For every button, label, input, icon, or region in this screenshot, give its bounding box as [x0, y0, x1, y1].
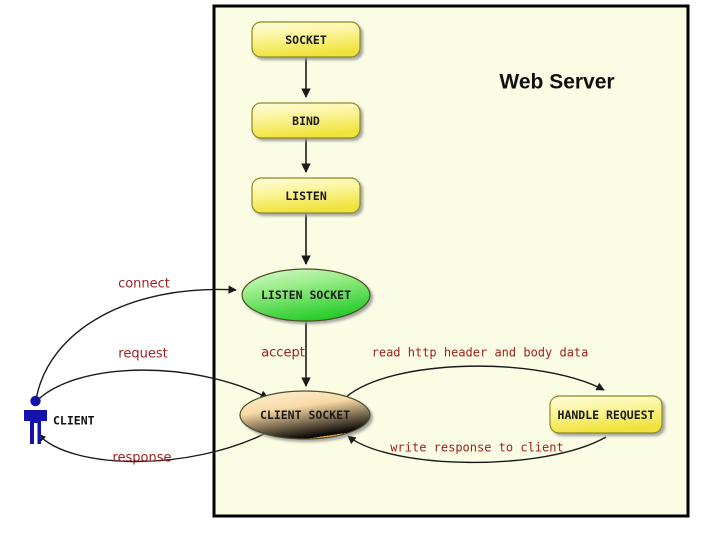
node-listen[interactable]: LISTEN: [251, 177, 361, 214]
node-bind-label: BIND: [292, 114, 320, 128]
node-listen-socket[interactable]: LISTEN SOCKET: [241, 268, 371, 322]
edge-label-read-http: read http header and body data: [372, 346, 589, 360]
node-bind-shape[interactable]: [251, 102, 361, 139]
edge-read-http: [344, 365, 605, 399]
edge-label-write-response: write response to client: [390, 441, 563, 455]
node-client-socket-label: CLIENT SOCKET: [260, 408, 350, 422]
edge-request: [33, 369, 269, 405]
web-server-boundary: [212, 4, 690, 518]
edge-label-accept: accept: [261, 346, 305, 361]
node-listen-shape[interactable]: [251, 177, 361, 214]
edge-response: [37, 431, 269, 463]
node-socket-label: SOCKET: [285, 33, 327, 47]
node-client-socket[interactable]: CLIENT SOCKET: [239, 390, 371, 440]
client-actor-label: CLIENT: [53, 414, 95, 428]
node-listen-label: LISTEN: [285, 189, 327, 203]
node-handle-request[interactable]: HANDLE REQUEST: [549, 395, 663, 434]
edge-label-response: response: [112, 451, 171, 466]
node-bind[interactable]: BIND: [251, 102, 361, 139]
edge-connect: [35, 285, 237, 401]
node-socket[interactable]: SOCKET: [251, 21, 361, 58]
node-client-socket-shape[interactable]: [239, 390, 371, 440]
client-actor[interactable]: CLIENT: [24, 395, 95, 444]
client-body-icon: [24, 410, 47, 444]
node-handle-request-label: HANDLE REQUEST: [558, 408, 655, 422]
node-handle-request-shape[interactable]: [549, 395, 663, 434]
client-head-icon: [30, 395, 41, 407]
edge-write-response: [347, 435, 607, 464]
edge-label-connect: connect: [118, 277, 170, 292]
edge-label-request: request: [118, 347, 167, 362]
node-listen-socket-shape[interactable]: [241, 268, 371, 322]
node-socket-shape[interactable]: [251, 21, 361, 58]
node-listen-socket-label: LISTEN SOCKET: [261, 288, 351, 302]
page-title: Web Server: [499, 71, 614, 94]
